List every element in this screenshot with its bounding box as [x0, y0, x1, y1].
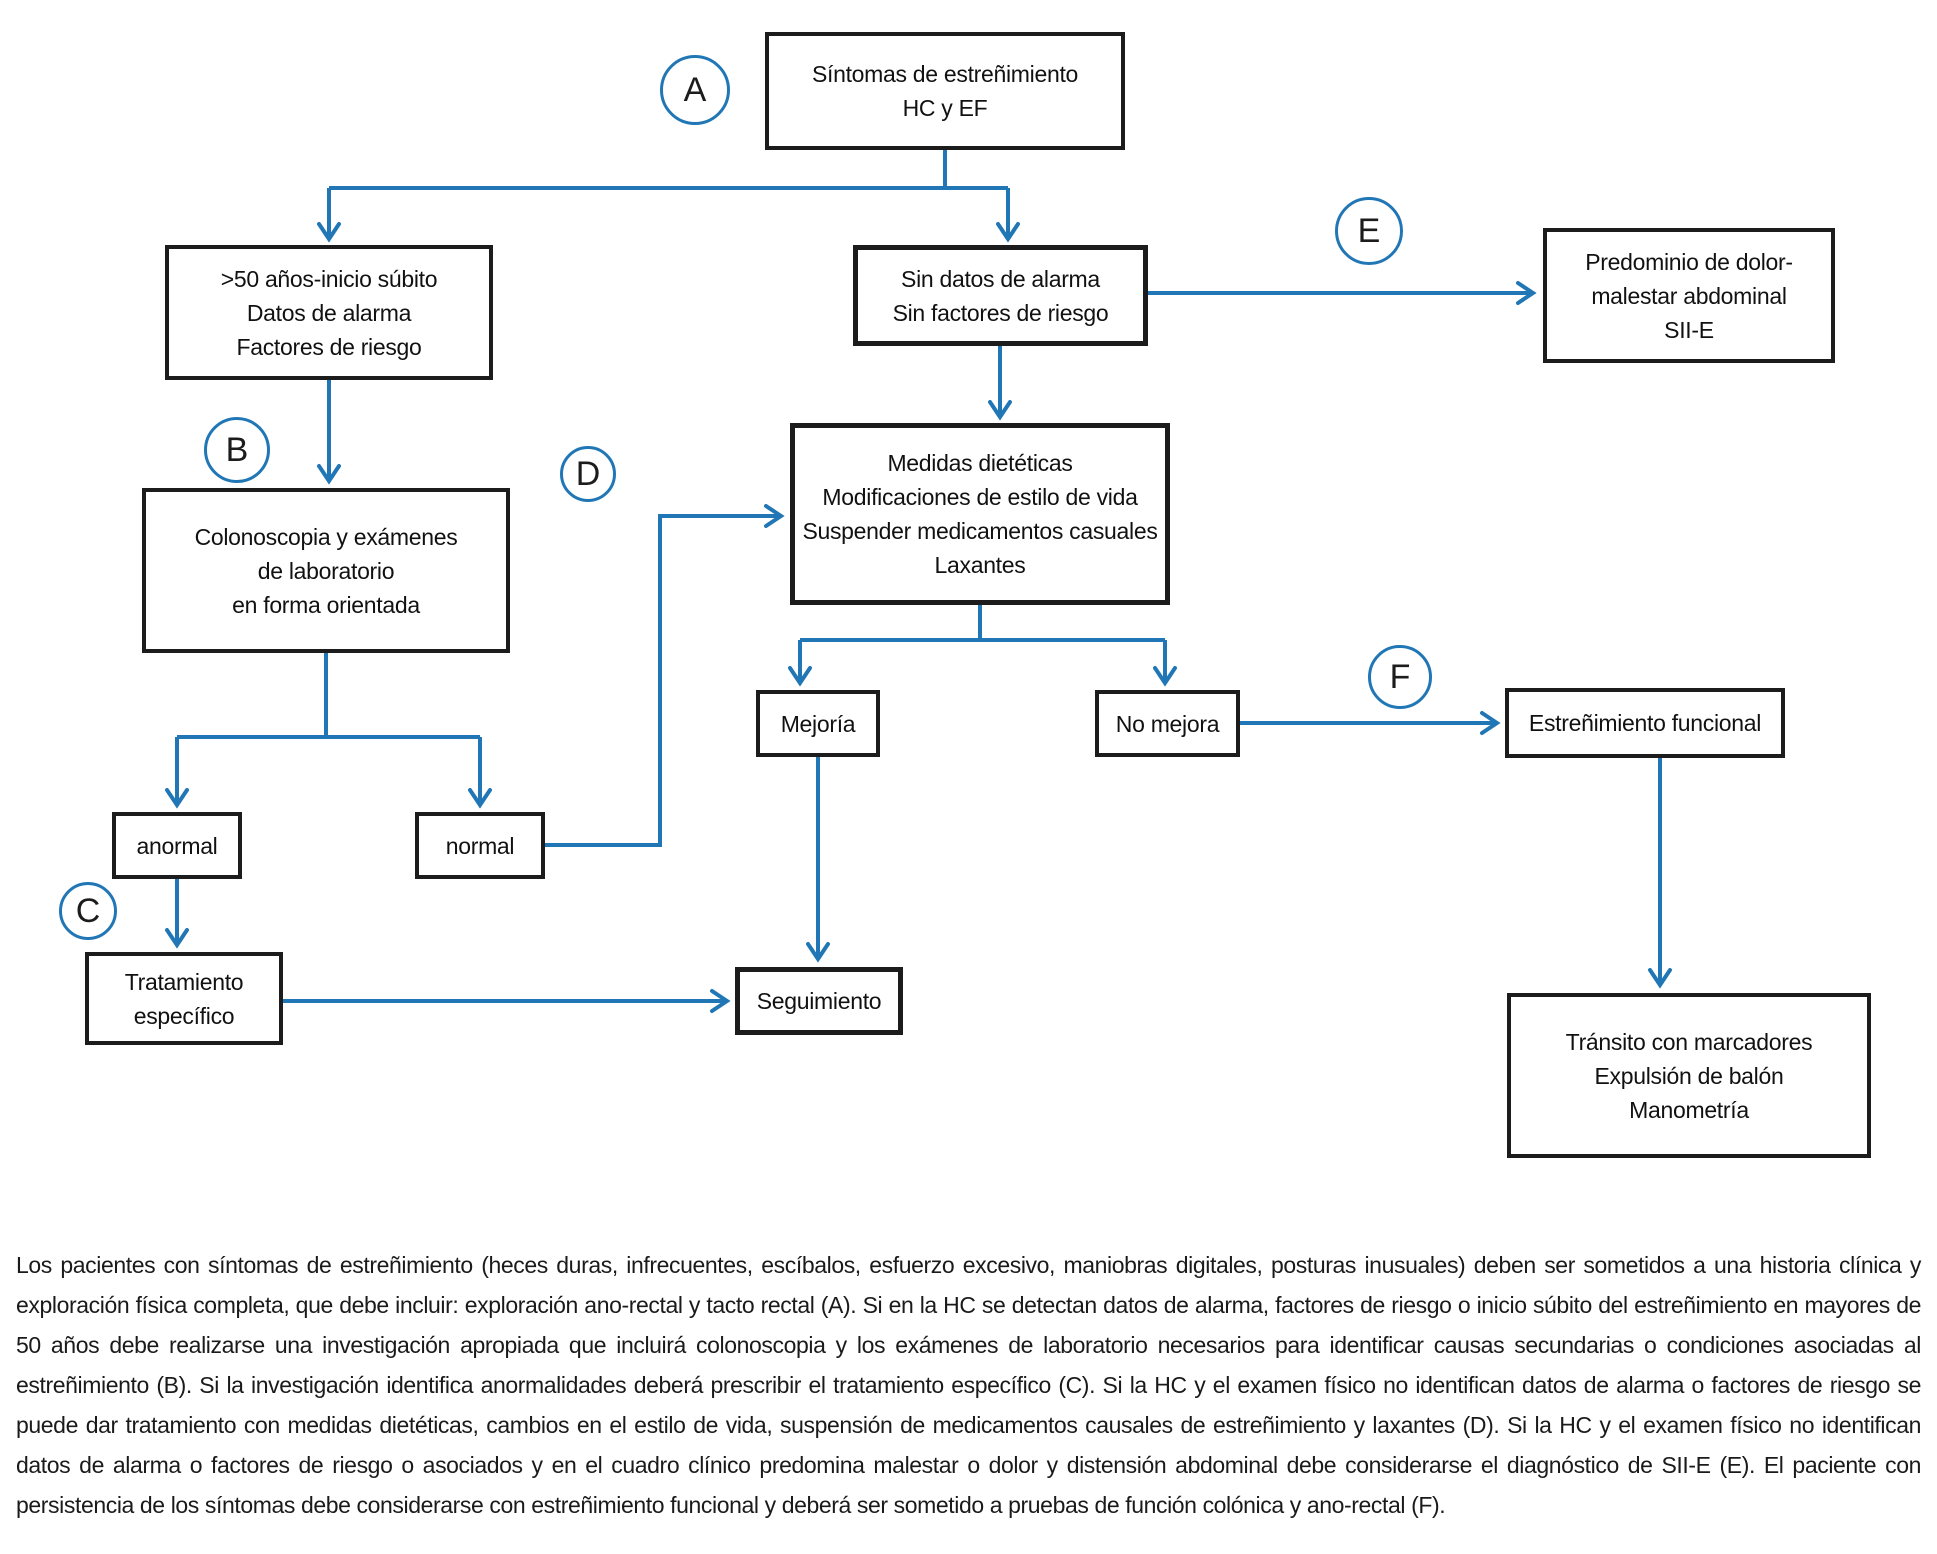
node-medidas-dieteticas: Medidas dietéticas Modificaciones de est… [790, 423, 1170, 605]
node-colonoscopia: Colonoscopia y exámenes de laboratorio e… [142, 488, 510, 653]
node-sintomas-estrenimiento: Síntomas de estreñimiento HC y EF [765, 32, 1125, 150]
node-transito-marcadores: Tránsito con marcadores Expulsión de bal… [1507, 993, 1871, 1158]
node-no-mejora: No mejora [1095, 690, 1240, 757]
marker-circle-d: D [560, 446, 616, 502]
marker-circle-c: C [59, 882, 117, 940]
connector-normal-to-medidas [545, 504, 785, 847]
connector-colonoscopia-splitter [177, 653, 480, 739]
connector-medidas-splitter [800, 605, 1165, 642]
node-alarma-riesgo: >50 años-inicio súbito Datos de alarma F… [165, 245, 493, 380]
node-sin-datos-alarma: Sin datos de alarma Sin factores de ries… [853, 245, 1148, 346]
figure-caption: Los pacientes con síntomas de estreñimie… [16, 1252, 1921, 1518]
node-seguimiento: Seguimiento [735, 967, 903, 1035]
marker-circle-f: F [1368, 645, 1432, 709]
node-normal: normal [415, 812, 545, 879]
connector-top-splitter [329, 150, 1008, 190]
marker-circle-a: A [660, 55, 730, 125]
node-tratamiento-especifico: Tratamiento específico [85, 952, 283, 1045]
node-mejoria: Mejoría [756, 690, 880, 757]
marker-circle-e: E [1335, 197, 1403, 265]
node-estrenimiento-funcional: Estreñimiento funcional [1505, 688, 1785, 758]
node-predominio-dolor: Predominio de dolor- malestar abdominal … [1543, 228, 1835, 363]
node-anormal: anormal [112, 812, 242, 879]
marker-circle-b: B [204, 417, 270, 483]
